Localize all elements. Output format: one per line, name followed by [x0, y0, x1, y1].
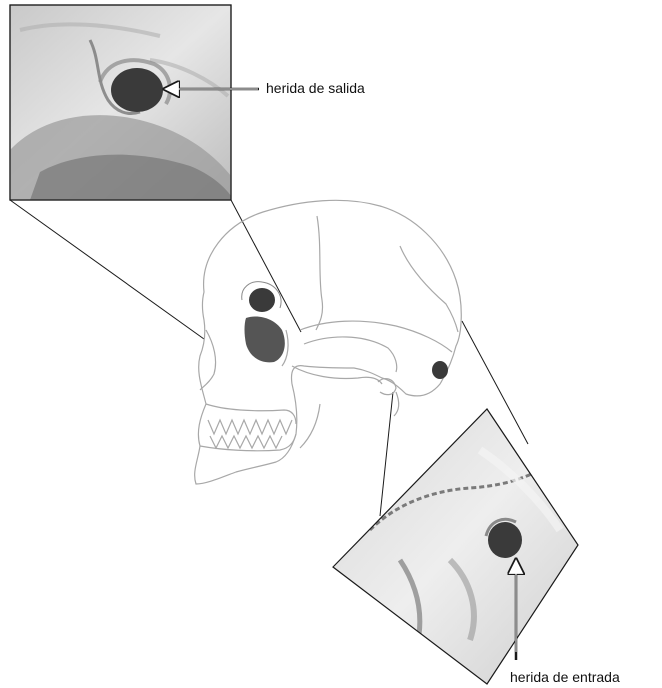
entry-wound-on-skull [432, 361, 448, 379]
lower-teeth [210, 436, 282, 448]
upper-teeth [208, 420, 292, 434]
entry-wound-label: herida de entrada [510, 669, 620, 685]
connector-bottom-left [380, 392, 393, 516]
maxillary-shadow [245, 317, 285, 363]
skull-shading [242, 282, 448, 379]
cranium-outline [195, 200, 462, 484]
connector-top-right [231, 200, 301, 332]
ear-canal [378, 379, 396, 395]
skull-drawing [195, 200, 462, 484]
lambdoid-suture [400, 246, 458, 332]
nasal-outline [200, 330, 216, 390]
entry-wound-photo [333, 409, 578, 684]
exit-wound-photo [10, 5, 231, 200]
entry-wound-hole [488, 522, 522, 558]
mastoid [394, 392, 399, 416]
coronal-suture [316, 216, 323, 330]
exit-wound-label: herida de salida [266, 80, 365, 96]
zygomatic-arch [292, 366, 382, 384]
orbit-shadow [249, 288, 275, 312]
temporal-line [300, 321, 452, 352]
exit-wound-hole [111, 68, 163, 112]
connector-top-left [10, 200, 204, 339]
